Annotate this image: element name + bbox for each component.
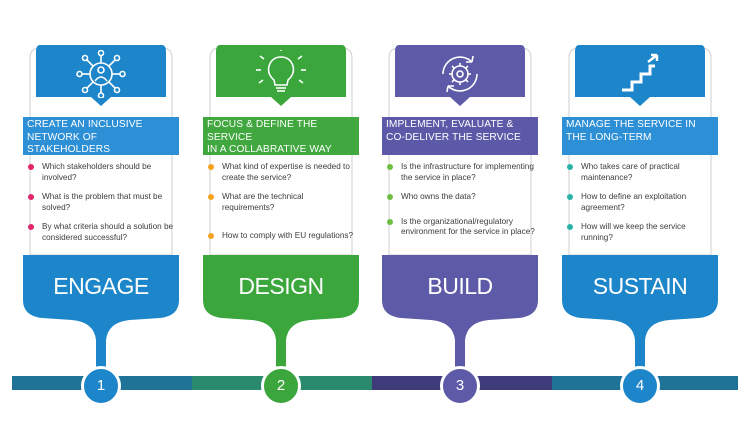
- question-text: Is the organizational/regulatory environ…: [401, 216, 535, 237]
- bullet-dot-icon: [208, 194, 214, 201]
- question-list: What kind of expertise is needed to crea…: [206, 162, 356, 251]
- question-item: By what criteria should a solution be co…: [26, 222, 176, 243]
- step-number-4: 4: [620, 366, 660, 406]
- card-shape: [562, 45, 718, 368]
- step-design: FOCUS & DEFINE THE SERVICE IN A COLLABRA…: [200, 0, 362, 434]
- question-text: How to define an exploitation agreement?: [581, 192, 687, 212]
- question-list: Is the infrastructure for implementing t…: [385, 162, 535, 247]
- step-title: FOCUS & DEFINE THE SERVICE IN A COLLABRA…: [203, 117, 359, 155]
- step-title: CREATE AN INCLUSIVE NETWORK OF STAKEHOLD…: [23, 117, 179, 155]
- step-number-2: 2: [261, 366, 301, 406]
- step-title-line: IN A COLLABRATIVE WAY: [207, 144, 332, 155]
- bullet-dot-icon: [567, 224, 573, 231]
- gear-cycle-icon: [420, 50, 500, 98]
- question-item: How to comply with EU regulations?: [206, 231, 356, 242]
- bullet-dot-icon: [28, 224, 34, 231]
- question-item: How will we keep the service running?: [565, 222, 715, 243]
- question-text: By what criteria should a solution be co…: [42, 222, 174, 242]
- question-item: What are the technical requirements?: [206, 192, 356, 213]
- question-list: Who takes care of practical maintenance?…: [565, 162, 715, 253]
- step-word: ENGAGE: [53, 273, 149, 299]
- question-item: Is the organizational/regulatory environ…: [385, 217, 535, 238]
- question-text: Which stakeholders should be involved?: [42, 162, 152, 182]
- bullet-dot-icon: [387, 194, 393, 201]
- question-item: What is the problem that must be solved?: [26, 192, 176, 213]
- step-title: IMPLEMENT, EVALUATE & CO-DELIVER THE SER…: [382, 117, 538, 155]
- question-text: Who takes care of practical maintenance?: [581, 162, 680, 182]
- question-text: What is the problem that must be solved?: [42, 192, 163, 212]
- question-item: Is the infrastructure for implementing t…: [385, 162, 535, 183]
- network-people-icon: [61, 49, 141, 99]
- step-title-line: CO-DELIVER THE SERVICE: [386, 131, 521, 143]
- step-build: IMPLEMENT, EVALUATE & CO-DELIVER THE SER…: [379, 0, 541, 434]
- step-title-line: NETWORK OF STAKEHOLDERS: [27, 131, 111, 156]
- step-title: MANAGE THE SERVICE IN THE LONG-TERM: [562, 117, 718, 155]
- step-sustain: MANAGE THE SERVICE IN THE LONG-TERM Who …: [559, 0, 721, 434]
- question-text: How will we keep the service running?: [581, 222, 686, 242]
- bullet-dot-icon: [387, 164, 393, 170]
- bullet-dot-icon: [387, 218, 393, 225]
- step-word: SUSTAIN: [592, 273, 688, 299]
- question-list: Which stakeholders should be involved? W…: [26, 162, 176, 253]
- step-number-1: 1: [81, 366, 121, 406]
- question-text: How to comply with EU regulations?: [222, 231, 354, 241]
- question-text: Who owns the data?: [401, 192, 476, 202]
- step-title-line: MANAGE THE SERVICE IN: [566, 119, 696, 130]
- lightbulb-icon: [241, 47, 321, 98]
- bullet-dot-icon: [567, 164, 573, 170]
- step-title-line: IMPLEMENT, EVALUATE &: [386, 119, 514, 130]
- step-title-line: CREATE AN INCLUSIVE: [27, 119, 143, 130]
- step-title-line: THE LONG-TERM: [566, 131, 652, 143]
- question-item: Who takes care of practical maintenance?: [565, 162, 715, 183]
- bullet-dot-icon: [208, 164, 214, 170]
- step-word: BUILD: [427, 273, 493, 299]
- bullet-dot-icon: [28, 194, 34, 201]
- question-item: Who owns the data?: [385, 192, 535, 203]
- bullet-dot-icon: [567, 194, 573, 201]
- question-text: Is the infrastructure for implementing t…: [401, 162, 534, 182]
- question-item: Which stakeholders should be involved?: [26, 162, 176, 183]
- step-engage: CREATE AN INCLUSIVE NETWORK OF STAKEHOLD…: [20, 0, 182, 434]
- bullet-dot-icon: [208, 233, 214, 240]
- question-text: What kind of expertise is needed to crea…: [222, 162, 350, 182]
- step-title-line: FOCUS & DEFINE THE SERVICE: [207, 119, 318, 143]
- step-word: DESIGN: [238, 273, 324, 299]
- bullet-dot-icon: [28, 164, 34, 170]
- question-text: What are the technical requirements?: [222, 192, 304, 212]
- stairs-arrow-icon: [600, 50, 680, 98]
- question-item: How to define an exploitation agreement?: [565, 192, 715, 213]
- step-number-3: 3: [440, 366, 480, 406]
- question-item: What kind of expertise is needed to crea…: [206, 162, 356, 183]
